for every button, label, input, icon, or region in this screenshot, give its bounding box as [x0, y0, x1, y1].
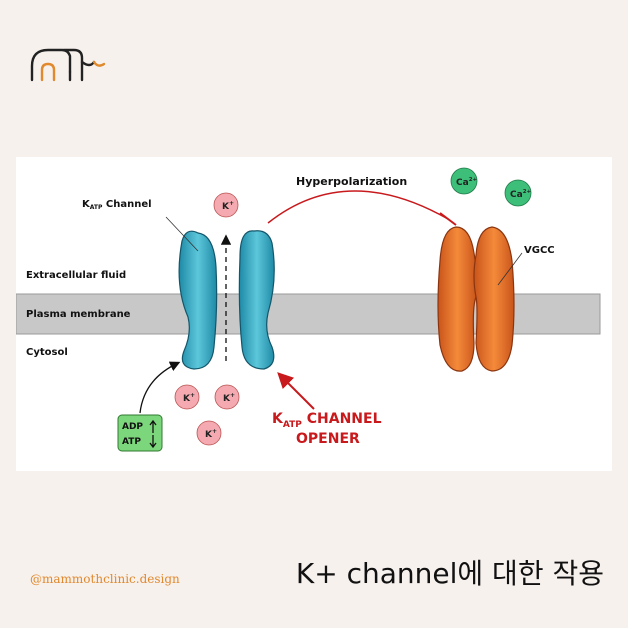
opener-label-line2: OPENER — [296, 431, 360, 447]
svg-text:ATP: ATP — [122, 437, 141, 447]
adp-atp-box: ADP ATP — [117, 414, 163, 452]
katp-channel-right-subunit — [238, 230, 275, 370]
katp-label-pointer — [165, 216, 199, 252]
caption-title: K+ channel에 대한 작용 — [295, 557, 604, 590]
cytosol-label: Cytosol — [26, 347, 68, 358]
opener-label-line1: KATP CHANNEL — [272, 411, 382, 430]
svg-text:K+: K+ — [223, 392, 235, 404]
svg-text:Ca2+: Ca2+ — [456, 177, 478, 188]
svg-text:K+: K+ — [222, 200, 234, 212]
ca-ion-2: Ca2+ — [504, 179, 532, 207]
svg-text:K+: K+ — [183, 392, 195, 404]
plasma-membrane-label: Plasma membrane — [26, 309, 131, 320]
k-ion-inside-1: K+ — [174, 384, 200, 410]
brand-handle: @mammothclinic.design — [30, 572, 180, 586]
arrow-up-icon — [149, 419, 157, 433]
svg-text:Ca2+: Ca2+ — [510, 189, 532, 200]
adp-atp-arrow — [139, 361, 181, 414]
diagram-panel: Extracellular fluid Plasma membrane Cyto… — [16, 157, 612, 471]
katp-channel-label: KATP Channel — [82, 199, 152, 211]
hyperpolarization-label: Hyperpolarization — [296, 175, 407, 188]
svg-text:K+: K+ — [205, 428, 217, 440]
opener-arrow — [277, 372, 315, 410]
inhibition-bar — [439, 212, 457, 226]
k-ion-inside-2: K+ — [214, 384, 240, 410]
vgcc-right-subunit — [473, 226, 515, 372]
katp-channel-left-subunit — [178, 230, 218, 370]
hyperpolarization-inhibition-arc — [267, 190, 449, 224]
arrow-down-icon — [149, 435, 157, 449]
extracellular-label: Extracellular fluid — [26, 270, 126, 281]
vgcc-label-pointer — [497, 252, 523, 286]
katp-channel-diagram: Extracellular fluid Plasma membrane Cyto… — [16, 167, 601, 452]
elephant-logo-icon — [30, 48, 106, 82]
k-ion-inside-3: K+ — [196, 420, 222, 446]
svg-text:ADP: ADP — [122, 422, 143, 432]
k-ion-outside: K+ — [213, 192, 239, 218]
vgcc-left-subunit — [437, 226, 478, 372]
vgcc-label: VGCC — [524, 245, 555, 256]
ca-ion-1: Ca2+ — [450, 167, 478, 195]
